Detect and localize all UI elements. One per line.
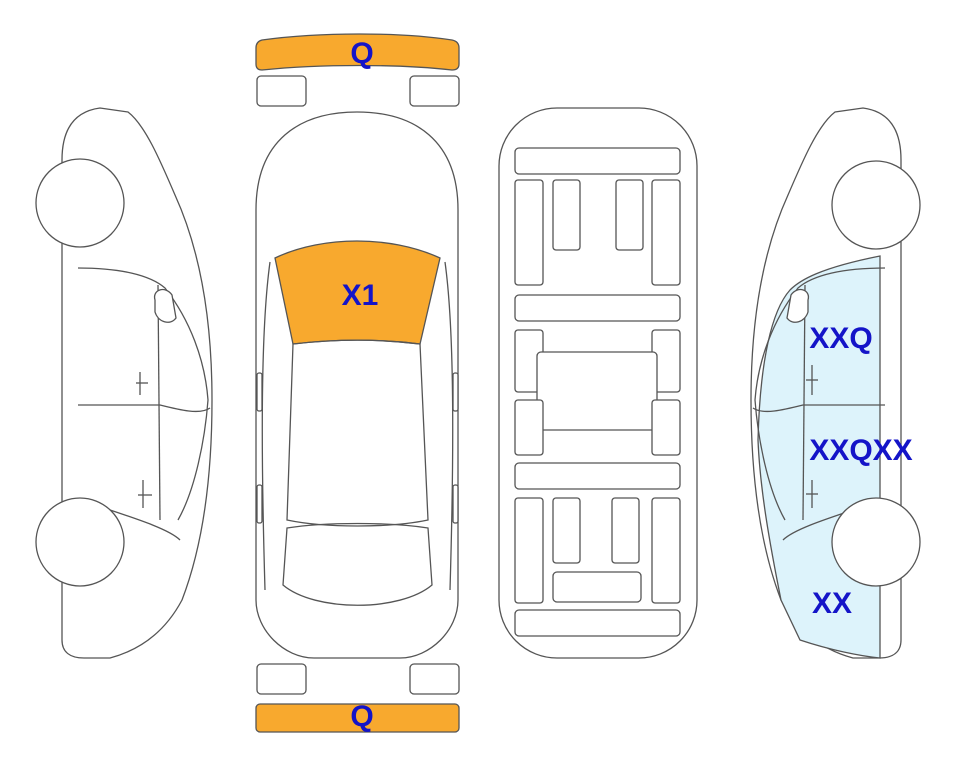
- front-bumper-label: Q: [350, 37, 373, 70]
- top-view-right-front-mirror[interactable]: [452, 372, 459, 412]
- underbody-front-right-rail: [651, 179, 681, 286]
- left-side-rear-wheel[interactable]: [35, 497, 125, 587]
- right-side-rear-wheel[interactable]: [831, 497, 921, 587]
- rear-right-taillight[interactable]: [409, 663, 460, 695]
- left-side-view: [35, 107, 213, 659]
- left-side-window-line: [77, 267, 209, 521]
- front-right-headlight[interactable]: [409, 75, 460, 107]
- underbody-front-left-rail: [514, 179, 544, 286]
- underbody-view: [498, 107, 698, 659]
- left-side-mirror[interactable]: [153, 288, 177, 323]
- underbody-front-right-block: [615, 179, 644, 251]
- underbody-tunnel-frame: [536, 351, 658, 431]
- underbody-front-left-block: [552, 179, 581, 251]
- top-view-right-rear-mirror[interactable]: [452, 484, 459, 524]
- right-side-window-line: [754, 267, 886, 521]
- underbody-left-sill-rear: [514, 399, 544, 456]
- underbody-rear-right-block: [611, 497, 640, 564]
- front-left-headlight[interactable]: [256, 75, 307, 107]
- right-side-front-door-handle[interactable]: [806, 365, 818, 395]
- windshield-label: X1: [342, 279, 379, 312]
- front-bumper-panel[interactable]: [255, 33, 460, 71]
- right-side-view: XXQ XXQXX XX: [750, 107, 921, 659]
- right-side-rear-door-handle[interactable]: [806, 480, 818, 508]
- top-view-rear-window: [282, 522, 433, 606]
- left-side-rear-door-handle[interactable]: [138, 480, 152, 508]
- rear-bumper-panel[interactable]: [255, 703, 460, 733]
- right-side-belt-line: [752, 404, 885, 413]
- underbody-spare-tire-well: [552, 571, 642, 603]
- left-side-door-divider: [157, 284, 161, 521]
- right-side-front-wheel[interactable]: [831, 160, 921, 250]
- rear-left-taillight[interactable]: [256, 663, 307, 695]
- top-view-left-front-mirror[interactable]: [256, 372, 263, 412]
- right-front-door-label: XXQ: [809, 322, 872, 355]
- left-side-front-door-handle[interactable]: [136, 372, 148, 395]
- underbody-mid-rear-crossmember: [514, 462, 681, 490]
- top-view: Q X1 Q: [255, 33, 460, 733]
- underbody-rear-crossmember: [514, 609, 681, 637]
- left-side-belt-line: [78, 404, 211, 413]
- underbody-mid-front-crossmember: [514, 294, 681, 322]
- underbody-rear-left-rail: [514, 497, 544, 604]
- right-side-door-divider: [802, 284, 806, 521]
- underbody-rear-right-rail: [651, 497, 681, 604]
- left-side-front-wheel[interactable]: [35, 158, 125, 248]
- underbody-front-crossmember: [514, 147, 681, 175]
- right-side-mirror[interactable]: [786, 288, 810, 323]
- top-view-left-rear-mirror[interactable]: [256, 484, 263, 524]
- rear-bumper-label: Q: [350, 700, 373, 733]
- right-rear-door-label: XXQXX: [809, 434, 912, 467]
- right-rear-quarter-label: XX: [812, 587, 852, 620]
- top-view-body[interactable]: [255, 111, 459, 659]
- underbody-right-sill-rear: [651, 399, 681, 456]
- underbody-rear-left-block: [552, 497, 581, 564]
